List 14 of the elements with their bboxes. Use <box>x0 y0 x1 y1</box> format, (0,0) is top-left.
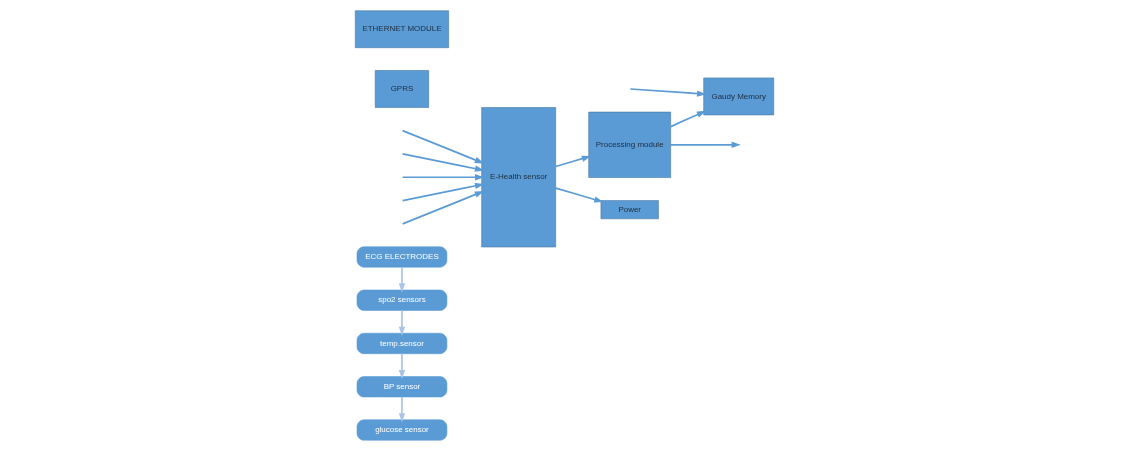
arrow <box>401 129 484 164</box>
arrow <box>398 266 406 293</box>
arrow <box>401 191 484 225</box>
arrow <box>669 141 741 148</box>
arrow <box>398 309 406 336</box>
arrow <box>629 88 707 97</box>
arrow <box>554 187 604 203</box>
arrow <box>398 352 406 380</box>
arrow <box>401 153 485 172</box>
arrow <box>401 182 485 202</box>
arrow <box>669 110 706 128</box>
arrow <box>401 174 485 181</box>
arrow <box>554 155 591 168</box>
arrow <box>398 396 406 423</box>
